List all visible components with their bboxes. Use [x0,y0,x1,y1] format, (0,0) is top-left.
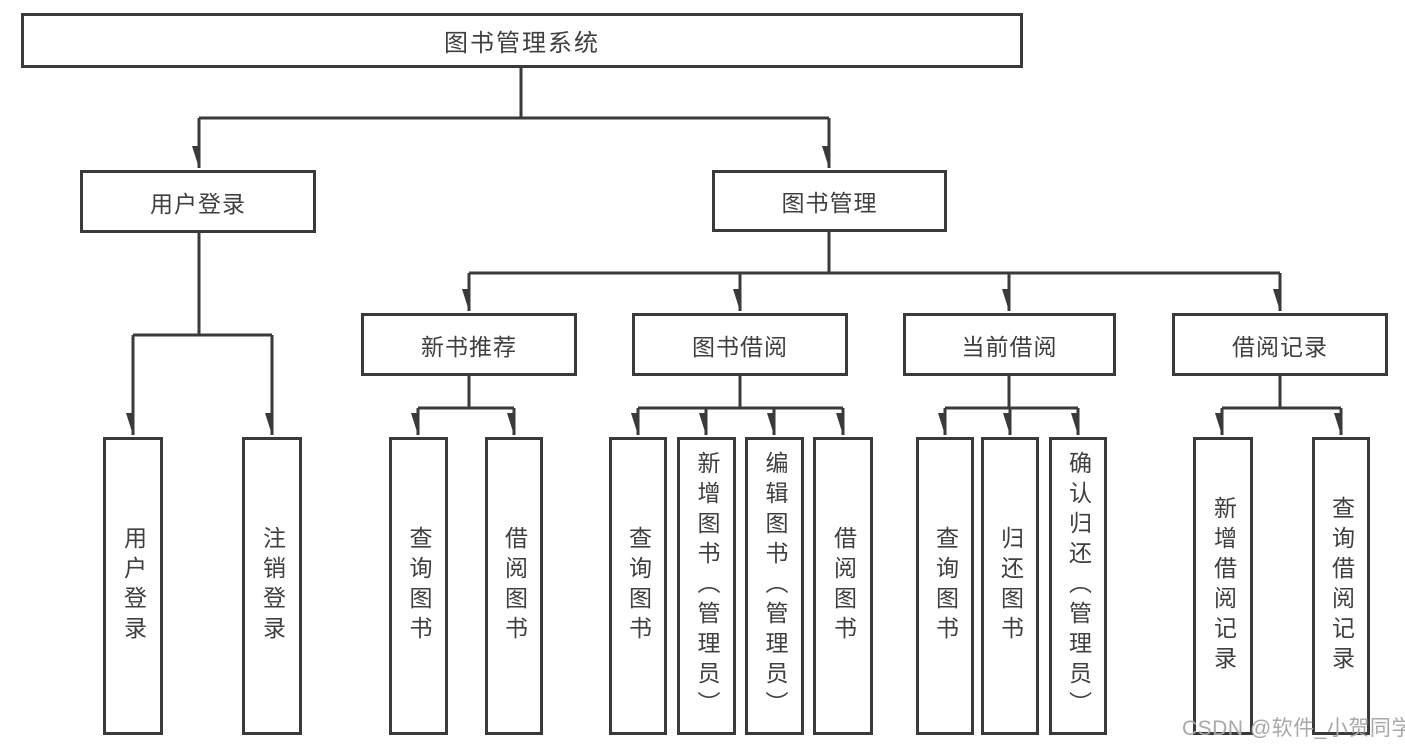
user-login-children-connector [133,233,274,435]
watermark-text: CSDN @软件_小贺同学 [1182,717,1405,740]
leaf-add-borrow-record: 新增借阅记录 [1193,437,1253,735]
node-user-login: 用户登录 [80,170,316,233]
node-book-borrowing: 图书借阅 [632,313,848,376]
leaf-confirm-return-admin: 确认归还（管理员） [1049,437,1107,735]
leaf-borrow-books: 借阅图书 [813,437,873,735]
leaf-edit-books-admin: 编辑图书（管理员） [745,437,804,735]
node-borrowing-records: 借阅记录 [1172,313,1388,376]
leaf-query-books-borrow: 查询图书 [609,437,667,735]
borrow-records-children-connector [1222,376,1343,435]
node-library-management-system: 图书管理系统 [21,13,1023,68]
leaf-user-login: 用户登录 [103,437,163,735]
leaf-query-books-current: 查询图书 [916,437,974,735]
new-book-rec-children-connector [418,376,516,435]
node-book-management: 图书管理 [712,170,947,232]
leaf-add-books-admin: 新增图书（管理员） [677,437,736,735]
root-to-level2-connector [199,68,831,168]
leaf-logout: 注销登录 [242,437,302,735]
current-borrow-children-connector [945,376,1080,435]
leaf-return-books: 归还图书 [981,437,1039,735]
leaf-query-books-rec: 查询图书 [389,437,448,735]
node-current-borrowing: 当前借阅 [903,313,1116,376]
book-management-children-connector [469,232,1282,311]
node-new-book-recommendation: 新书推荐 [361,313,577,376]
book-borrow-children-connector [638,376,845,435]
leaf-borrow-books-rec: 借阅图书 [485,437,543,735]
leaf-query-borrow-record: 查询借阅记录 [1312,437,1370,735]
